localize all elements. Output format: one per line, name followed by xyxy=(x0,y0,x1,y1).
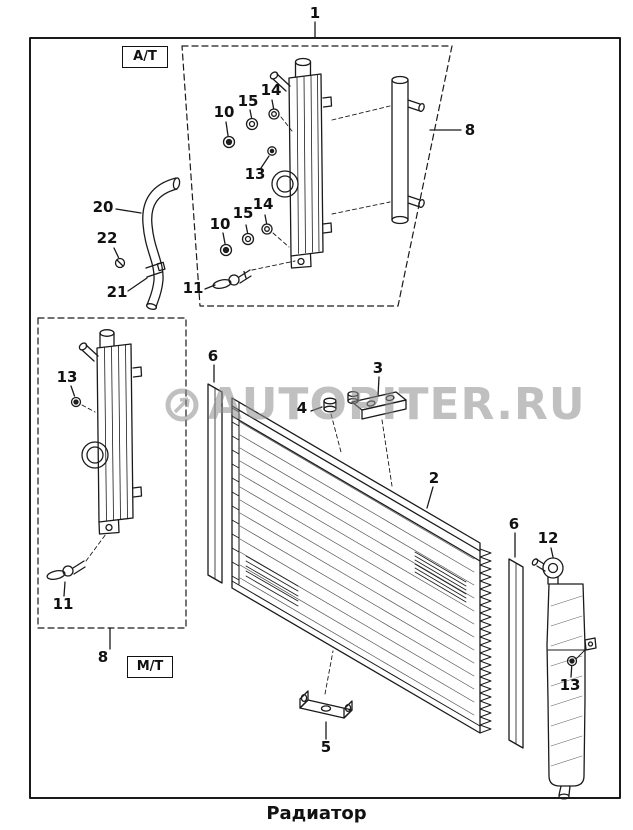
callout-at-drain-plug: 11 xyxy=(182,279,204,297)
callout-seal-left: 6 xyxy=(207,347,219,365)
callout-reservoir: 12 xyxy=(537,529,559,547)
callout-at-oring-lower: 14 xyxy=(252,195,274,213)
callout-radiator-core: 2 xyxy=(428,469,440,487)
at-fasteners-lower xyxy=(219,214,290,257)
callout-at-hose: 20 xyxy=(92,198,114,216)
at-hose xyxy=(113,177,181,310)
callout-at-washer-lower: 15 xyxy=(232,204,254,222)
callout-mt-tank: 8 xyxy=(97,648,109,666)
mt-variant-label: M/T xyxy=(127,656,173,678)
at-fasteners-upper xyxy=(222,99,293,169)
callout-reservoir-nut: 13 xyxy=(559,676,581,694)
mount-cushions xyxy=(310,390,359,453)
mt-dashed-zone xyxy=(37,317,187,629)
diagram-title: Радиатор xyxy=(266,803,367,824)
callout-mt-bolt: 13 xyxy=(56,368,78,386)
callout-at-clamp: 21 xyxy=(106,283,128,301)
callout-at-washer-upper: 15 xyxy=(237,92,259,110)
callout-at-oring-upper: 14 xyxy=(260,81,282,99)
callout-seal-right: 6 xyxy=(508,515,520,533)
callout-at-bolt: 13 xyxy=(244,165,266,183)
at-side-tank xyxy=(269,57,333,269)
seal-strip-left xyxy=(207,383,223,584)
callout-mt-drain-plug: 11 xyxy=(52,595,74,613)
at-variant-label: A/T xyxy=(122,46,168,68)
mt-side-tank xyxy=(78,329,143,535)
lower-bracket xyxy=(299,650,353,740)
reservoir-nut xyxy=(566,649,586,678)
mt-fasteners xyxy=(46,385,107,597)
callout-at-pipe: 8 xyxy=(464,121,476,139)
callout-at-screw: 22 xyxy=(96,229,118,247)
callout-bracket-upper: 3 xyxy=(372,359,384,377)
at-pipe xyxy=(331,75,425,225)
upper-bracket xyxy=(351,376,407,487)
callout-cushion: 4 xyxy=(296,399,308,417)
reservoir-bottle xyxy=(531,557,597,800)
at-dashed-zone xyxy=(181,45,453,307)
at-drain-plug xyxy=(204,260,296,290)
seal-strip-right xyxy=(508,558,524,749)
radiator-core xyxy=(231,397,492,734)
frame-border xyxy=(29,37,621,799)
callout-at-nut-upper: 10 xyxy=(213,103,235,121)
callout-at-nut-lower: 10 xyxy=(209,215,231,233)
callout-bracket-lower: 5 xyxy=(320,738,332,756)
leader-lines xyxy=(109,21,554,650)
callout-assembly: 1 xyxy=(309,4,321,22)
